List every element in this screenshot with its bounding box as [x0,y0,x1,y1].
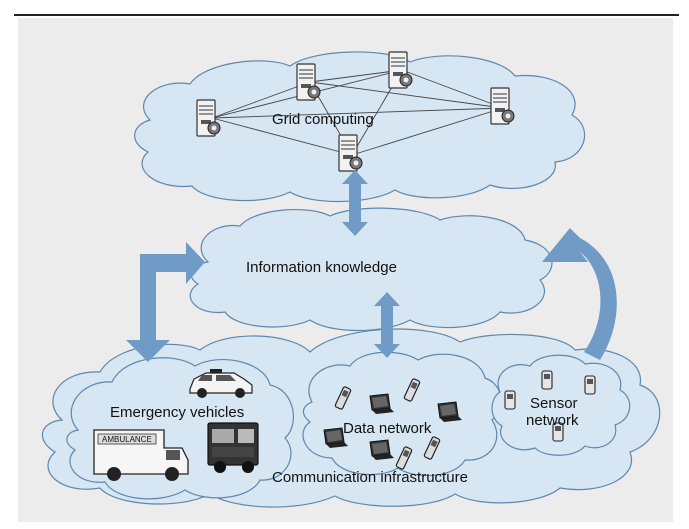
sensor-icon [504,390,516,410]
data-network-label: Data network [343,420,432,437]
communication-infrastructure-label: Communication infrastructure [272,469,468,486]
sensor-icon [584,375,596,395]
information-knowledge-cloud [189,207,553,332]
police-car-icon [189,369,253,398]
sensor-info-arrow [542,228,617,360]
sensor-label: Sensor [530,395,578,412]
grid-computing-label: Grid computing [272,111,374,128]
network-label: network [526,412,579,429]
data-network-cloud [302,351,502,477]
info-emergency-arrow [126,242,205,362]
ambulance-text: AMBULANCE [102,435,152,444]
ambulance-icon: AMBULANCE [93,429,189,481]
grid-info-arrow [342,170,368,236]
info-data-arrow [374,292,400,358]
grid-computing-cloud [134,51,586,203]
emergency-vehicles-label: Emergency vehicles [110,404,244,421]
information-knowledge-label: Information knowledge [246,259,397,276]
sensor-icon [541,370,553,390]
truck-icon [207,422,259,473]
